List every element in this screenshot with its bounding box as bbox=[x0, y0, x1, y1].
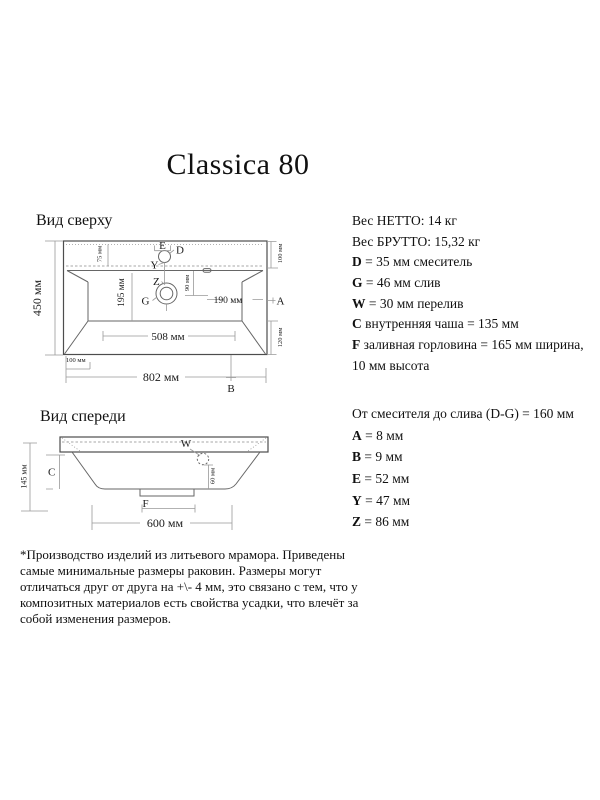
dim-drain-to-right-label: 190 мм bbox=[214, 296, 243, 306]
spec-line: От смесителя до слива (D-G) = 160 мм bbox=[352, 406, 574, 421]
label-e: E bbox=[159, 240, 166, 252]
dim-bowl-width-label: 508 мм bbox=[151, 331, 184, 343]
spec-line: D = 35 мм смеситель bbox=[352, 254, 473, 270]
top-view-title: Вид сверху bbox=[36, 212, 113, 229]
spec-line: 10 мм высота bbox=[352, 357, 430, 373]
label-g: G bbox=[142, 296, 150, 308]
dim-faucet-back-label: 75 мм bbox=[97, 246, 104, 262]
footnote-line: самые минимальные размеры раковин. Разме… bbox=[20, 563, 322, 578]
dim-deck-depth-label: 100 мм bbox=[277, 244, 284, 264]
dim-overflow-down-label: 60 мм bbox=[210, 468, 217, 484]
overflow-hole bbox=[196, 452, 210, 466]
label-d: D bbox=[176, 245, 184, 257]
dim-bowl-depth-label: 195 мм bbox=[117, 278, 127, 307]
overflow-slot bbox=[202, 268, 212, 273]
spec-list-weights-and-holes: Вес НЕТТО: 14 кг Вес БРУТТО: 15,32 кг D … bbox=[352, 211, 597, 377]
label-b: B bbox=[227, 383, 234, 395]
dim-bottom-margin-label: 120 мм bbox=[277, 328, 284, 348]
spec-line: Z = 86 мм bbox=[352, 514, 410, 530]
spec-line: E = 52 мм bbox=[352, 471, 410, 487]
point-labels: W C F bbox=[48, 438, 192, 510]
label-z: Z bbox=[153, 276, 160, 288]
drain-base bbox=[139, 489, 195, 497]
dim-left-margin-label: 100 мм bbox=[66, 357, 86, 364]
spec-line: F заливная горловина = 165 мм ширина, bbox=[352, 337, 584, 353]
footnote-line: отличаться друг от друга на +\- 4 мм, эт… bbox=[20, 579, 358, 594]
dim-outer-width-label: 802 мм bbox=[143, 370, 180, 384]
top-view-drawing: 450 мм 802 мм 508 мм 195 мм 190 мм 100 м… bbox=[30, 240, 285, 395]
spec-line: B = 9 мм bbox=[352, 449, 403, 465]
footnote-line: собой изменения размеров. bbox=[20, 611, 171, 626]
dimension-labels: 145 мм 600 мм 60 мм bbox=[20, 464, 217, 530]
dim-drain-back-label: 90 мм bbox=[184, 275, 191, 291]
drain-hole bbox=[155, 282, 178, 311]
label-y: Y bbox=[151, 260, 159, 272]
spec-line: Вес БРУТТО: 15,32 кг bbox=[352, 233, 481, 249]
sink-front-outline bbox=[59, 436, 269, 497]
dimension-labels: 450 мм 802 мм 508 мм 195 мм 190 мм 100 м… bbox=[30, 244, 284, 384]
label-f: F bbox=[143, 498, 149, 510]
footnote-line: *Производство изделий из литьевого мрамо… bbox=[20, 547, 345, 562]
point-labels: E D Y Z G A B bbox=[142, 240, 285, 395]
label-w: W bbox=[181, 438, 192, 450]
front-view-drawing: 145 мм 600 мм 60 мм W C F bbox=[20, 436, 269, 530]
label-c: C bbox=[48, 467, 55, 479]
spec-line: C внутренняя чаша = 135 мм bbox=[352, 316, 519, 332]
dim-mount-width-label: 600 мм bbox=[147, 516, 184, 530]
dimension-lines bbox=[45, 240, 278, 383]
spec-line: Вес НЕТТО: 14 кг bbox=[352, 213, 457, 228]
sink-top-outline bbox=[62, 240, 268, 356]
page-title: Classica 80 bbox=[166, 148, 310, 181]
spec-list-letter-dims: От смесителя до слива (D-G) = 160 мм A =… bbox=[352, 403, 597, 533]
spec-line: Y = 47 мм bbox=[352, 492, 411, 508]
spec-line: G = 46 мм слив bbox=[352, 275, 441, 291]
footnote-line: композитных материалов есть свойства уса… bbox=[20, 595, 359, 610]
dim-outer-depth-label: 450 мм bbox=[30, 280, 44, 317]
label-a: A bbox=[277, 296, 285, 308]
spec-line: A = 8 мм bbox=[352, 427, 404, 443]
spec-line: W = 30 мм перелив bbox=[352, 295, 464, 311]
dim-height-label: 145 мм bbox=[20, 464, 29, 488]
front-view-title: Вид спереди bbox=[40, 408, 126, 425]
footnote: *Производство изделий из литьевого мрамо… bbox=[20, 547, 370, 627]
dimension-lines bbox=[21, 442, 233, 530]
